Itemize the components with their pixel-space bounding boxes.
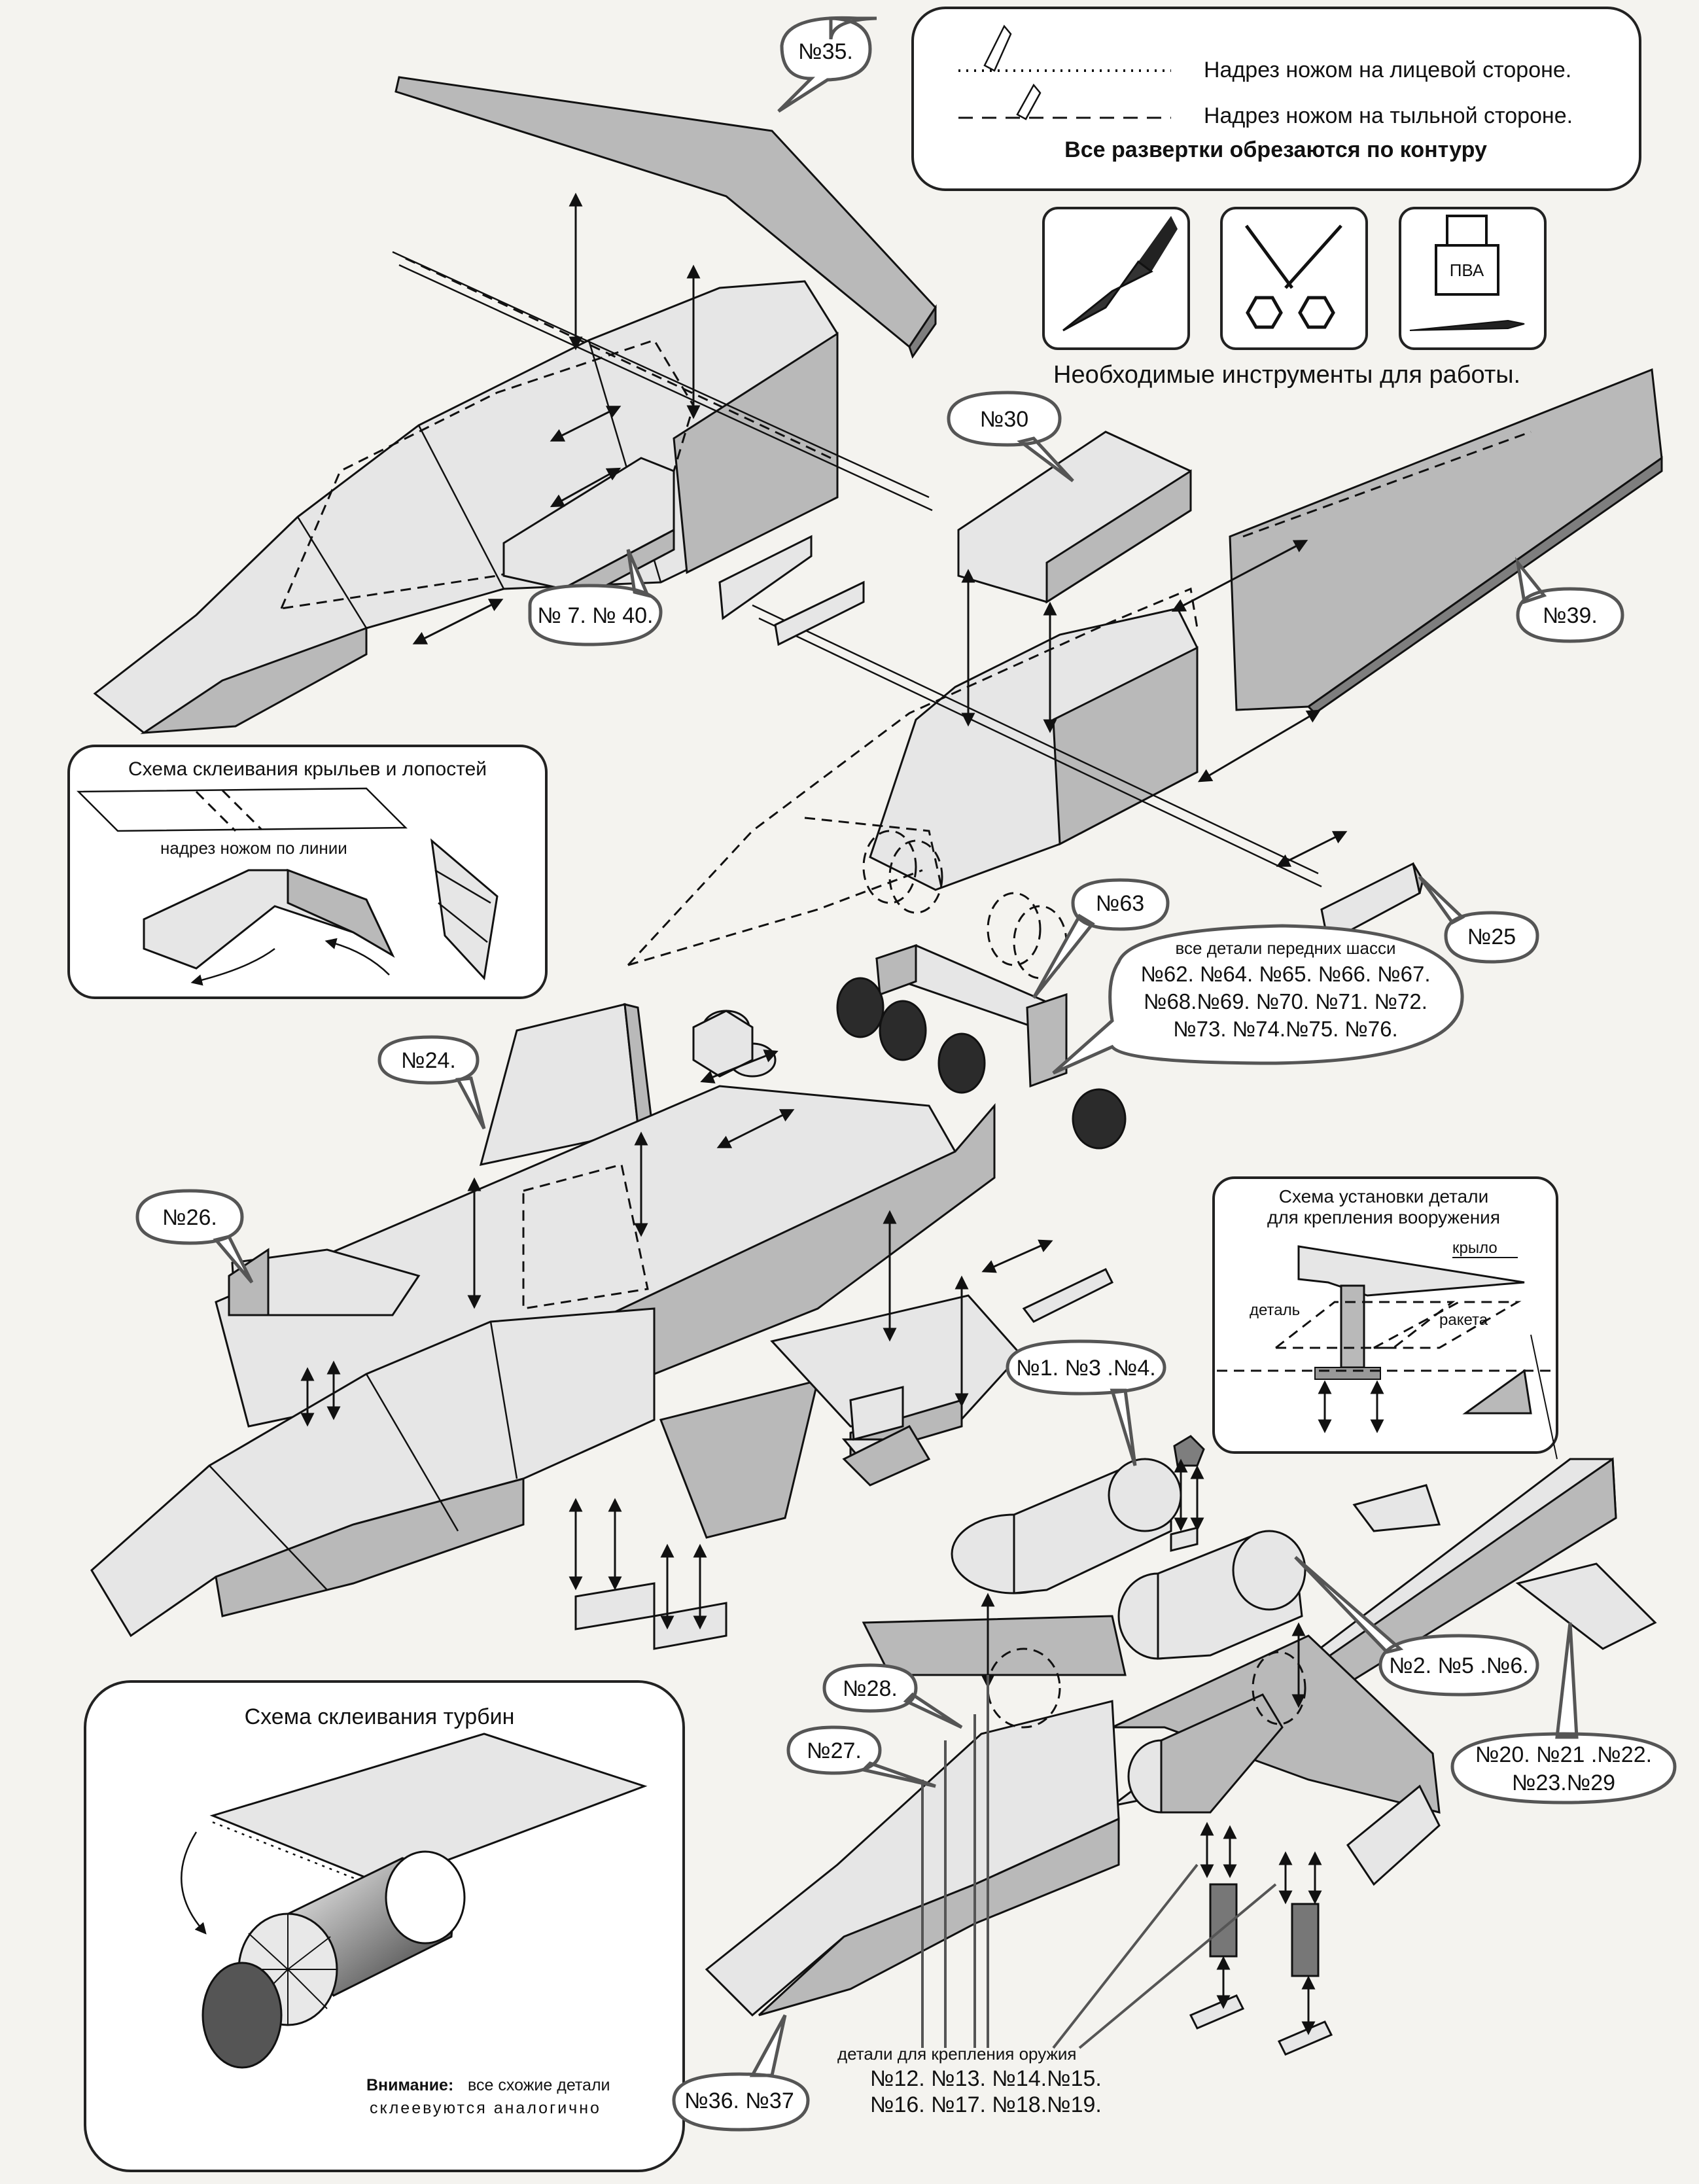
callout-63: №63 (1032, 878, 1170, 999)
svg-text:№20. №21 .№22.: №20. №21 .№22. (1475, 1742, 1652, 1767)
callout-30: №30 (947, 391, 1074, 482)
callout-24: №24. (377, 1035, 486, 1130)
svg-text:№25: №25 (1467, 925, 1516, 949)
weapon-scheme-title-2: для крепления вооружения (1267, 1207, 1500, 1227)
legend-note: Все развертки обрезаются по контуру (1064, 137, 1487, 162)
mount-note-1: детали для крепления оружия (837, 2044, 1077, 2064)
scheme-rocket-label: ракета (1439, 1311, 1488, 1329)
svg-text:№30: №30 (980, 407, 1028, 432)
callout-35: №35. (777, 16, 877, 113)
svg-text:№27.: №27. (807, 1738, 862, 1763)
mount-note-3: №16. №17. №18.№19. (870, 2092, 1102, 2117)
turbine-scheme-box: Схема склеивания турбин Внимание: все сх… (84, 1680, 685, 2172)
svg-text:№23.№29: №23.№29 (1512, 1770, 1615, 1795)
turbine-sheet (209, 1733, 648, 1886)
callout-28: №28. (822, 1663, 963, 1729)
fuselage-top-assembly (93, 76, 937, 734)
wing-scheme-box: Схема склеивания крыльев и лопостей надр… (67, 745, 548, 999)
callout-39: №39. (1515, 556, 1624, 643)
svg-text:№26.: №26. (162, 1205, 217, 1230)
callout-25: №25 (1418, 875, 1539, 964)
brush-icon (1409, 319, 1525, 331)
tools-caption: Необходимые инструменты для работы. (1053, 361, 1520, 389)
svg-text:№28.: №28. (843, 1676, 898, 1701)
knife-icon (983, 24, 1042, 120)
gear-note-1: все детали передних шасси (1176, 938, 1396, 958)
weapon-scheme-box: Схема установки детали для крепления воо… (1212, 1176, 1558, 1460)
part-39 (1229, 368, 1663, 711)
part-35 (394, 76, 937, 349)
main-wing-assembly (90, 1003, 1114, 1650)
part-63 (1026, 993, 1068, 1088)
callout-36-37: №36. №37 (672, 2014, 810, 2132)
svg-text:№2. №5 .№6.: №2. №5 .№6. (1389, 1653, 1528, 1678)
tools-group: ПВА Необходимые инструменты для работы. (1042, 207, 1547, 389)
gear-note-2: №62. №64. №65. №66. №67. (1140, 962, 1430, 986)
gear-note-4: №73. №74.№75. №76. (1173, 1017, 1397, 1041)
wheel-2 (879, 1000, 927, 1061)
scalpel-icon (1062, 216, 1178, 332)
turbine-note-bold: Внимание: (366, 2076, 453, 2094)
turbine-scheme-title: Схема склеивания турбин (245, 1704, 515, 1729)
callout-26: №26. (135, 1189, 254, 1284)
turbine-note-1: все схожие детали (468, 2076, 610, 2094)
missile-right (1291, 1903, 1320, 1977)
wing-scheme-cut-label: надрез ножом по линии (160, 838, 347, 858)
turbine-note-2: склеевуются аналогично (370, 2099, 601, 2117)
scheme-wing-label: крыло (1452, 1239, 1498, 1257)
legend-face-text: Надрез ножом на лицевой стороне. (1204, 58, 1571, 82)
callout-20-29: №20. №21 .№22. №23.№29 (1450, 1622, 1677, 1805)
glue-bottle-icon: ПВА (1435, 215, 1499, 296)
gear-note-callout: все детали передних шасси №62. №64. №65.… (1052, 924, 1464, 1075)
gear-note-3: №68.№69. №70. №71. №72. (1144, 989, 1428, 1013)
callout-7-40: № 7. № 40. (528, 549, 663, 646)
svg-text:№ 7. № 40.: № 7. № 40. (538, 603, 654, 628)
glue-label: ПВА (1450, 260, 1484, 280)
wheel-4 (1072, 1088, 1127, 1150)
center-fuselage-assembly (627, 368, 1663, 1150)
scheme-part-label: деталь (1250, 1301, 1300, 1319)
scissors-icon (1244, 224, 1342, 329)
callout-2-5-6: №2. №5 .№6. (1294, 1556, 1539, 1697)
wing-scheme-title: Схема склеивания крыльев и лопостей (128, 758, 487, 780)
wheel-1 (836, 977, 885, 1038)
legend-back-text: Надрез ножом на тыльной стороне. (1204, 103, 1573, 128)
svg-text:№39.: №39. (1543, 603, 1598, 628)
callout-1-3-4: №1. №3 .№4. (1006, 1339, 1166, 1466)
svg-text:№1. №3 .№4.: №1. №3 .№4. (1016, 1356, 1155, 1381)
legend-box: Надрез ножом на лицевой стороне. Надрез … (911, 7, 1641, 191)
mount-note-2: №12. №13. №14.№15. (870, 2066, 1102, 2091)
weapon-scheme-title-1: Схема установки детали (1279, 1186, 1488, 1206)
svg-text:№36. №37: №36. №37 (684, 2088, 794, 2113)
svg-text:№63: №63 (1096, 891, 1144, 916)
callout-27: №27. (786, 1725, 936, 1788)
scheme-part (1340, 1284, 1365, 1369)
svg-text:№35.: №35. (798, 39, 853, 64)
mount-note: детали для крепления оружия №12. №13. №1… (837, 2044, 1102, 2117)
svg-text:№24.: №24. (401, 1048, 456, 1073)
wheel-3 (937, 1032, 986, 1094)
